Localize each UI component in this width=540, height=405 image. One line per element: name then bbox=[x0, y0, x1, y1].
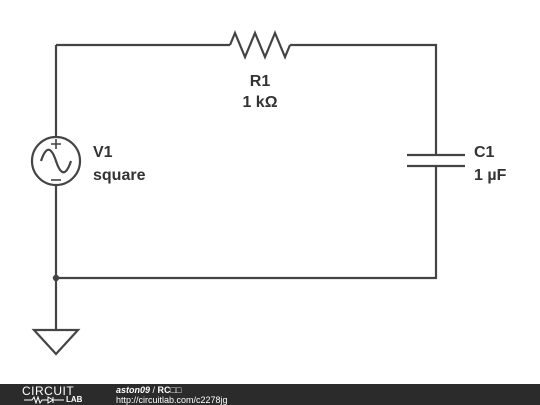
capacitor-name-label: C1 bbox=[474, 144, 495, 161]
logo-wordmark-top: CIRCUIT bbox=[22, 384, 75, 398]
author-line: aston09 / RC□□ bbox=[116, 385, 181, 395]
resistor-name-label: R1 bbox=[250, 73, 271, 90]
wire-top-right bbox=[290, 43, 438, 154]
resistor-logo-icon bbox=[24, 396, 64, 404]
plus-sign-icon bbox=[51, 139, 61, 149]
sine-wave-icon bbox=[39, 148, 73, 174]
capacitor-value-label: 1 µF bbox=[474, 167, 507, 184]
footer-bar: CIRCUIT LAB aston09 / RC□□ http://circui… bbox=[0, 384, 540, 405]
junction-dot bbox=[52, 274, 60, 282]
project-title-link[interactable]: RC□□ bbox=[157, 385, 182, 395]
circuitlab-logo[interactable]: CIRCUIT LAB bbox=[22, 384, 94, 405]
ground-icon bbox=[31, 328, 81, 356]
source-value-label: square bbox=[93, 167, 146, 184]
project-url-link[interactable]: http://circuitlab.com/c2278jg bbox=[116, 395, 228, 405]
resistor-r1-symbol bbox=[228, 30, 292, 60]
author-separator: / bbox=[150, 385, 158, 395]
circuit-diagram: R1 1 kΩ V1 square C1 1 µF bbox=[30, 30, 507, 356]
resistor-value-label: 1 kΩ bbox=[242, 94, 277, 111]
source-name-label: V1 bbox=[93, 144, 113, 161]
logo-wordmark-bottom: LAB bbox=[66, 395, 83, 404]
wire-bottom bbox=[56, 167, 438, 280]
author-link[interactable]: aston09 bbox=[116, 385, 151, 395]
